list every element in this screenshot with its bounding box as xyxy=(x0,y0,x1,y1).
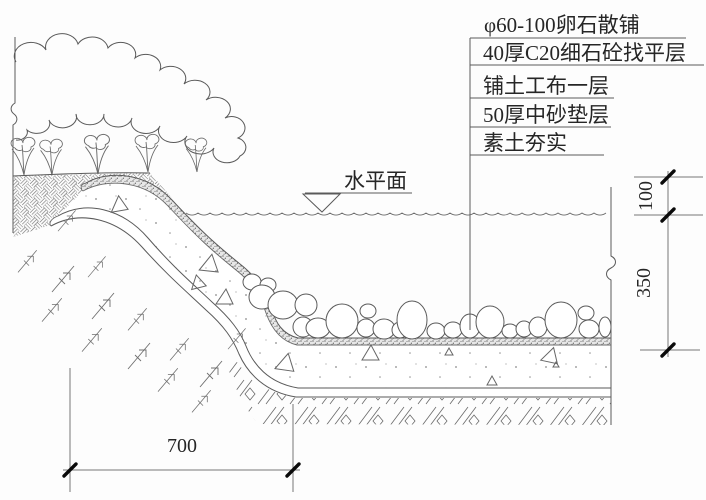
geotextile-line xyxy=(50,217,611,398)
surface-line-inner xyxy=(82,182,611,346)
callout-geotextile: 铺土工布一层 xyxy=(483,74,609,98)
band-cap xyxy=(80,182,87,192)
left-break-line xyxy=(10,37,18,233)
concrete-triangle-symbols xyxy=(110,194,560,386)
right-break-line xyxy=(606,187,616,425)
callout-concrete: 40厚C20细石砼找平层 xyxy=(483,41,686,65)
water-level-label: 水平面 xyxy=(344,169,407,193)
water-level-icon xyxy=(301,192,412,213)
water-surface-line xyxy=(185,212,607,216)
surface-line xyxy=(85,174,611,339)
dimension-tick xyxy=(660,169,676,185)
tree-canopy xyxy=(13,33,247,164)
bottom-dimension: 700 xyxy=(62,368,301,492)
callout-texts: φ60-100卵石散铺 40厚C20细石砼找平层 铺土工布一层 50厚中砂垫层 … xyxy=(483,13,686,155)
ground-line xyxy=(12,172,151,177)
concrete-band xyxy=(58,183,611,388)
callout-soil: 素土夯实 xyxy=(483,131,567,155)
dim-700: 700 xyxy=(167,435,197,457)
dimension-tick xyxy=(62,462,78,478)
dimension-tick xyxy=(285,462,301,478)
dimension-tick xyxy=(660,342,676,358)
callout-sand: 50厚中砂垫层 xyxy=(483,103,609,127)
dim-350: 350 xyxy=(633,268,655,298)
right-dimension: 100 350 xyxy=(633,169,703,358)
cobblestones xyxy=(242,273,612,340)
dimension-tick xyxy=(660,207,676,223)
grass-tufts xyxy=(10,133,208,176)
callout-underlines xyxy=(470,37,704,156)
dim-100: 100 xyxy=(635,181,657,211)
compacted-soil-hatch xyxy=(228,362,611,425)
callout-cobble: φ60-100卵石散铺 xyxy=(484,13,640,37)
band-lower-line xyxy=(57,207,611,389)
band-lower-cap xyxy=(49,215,59,227)
